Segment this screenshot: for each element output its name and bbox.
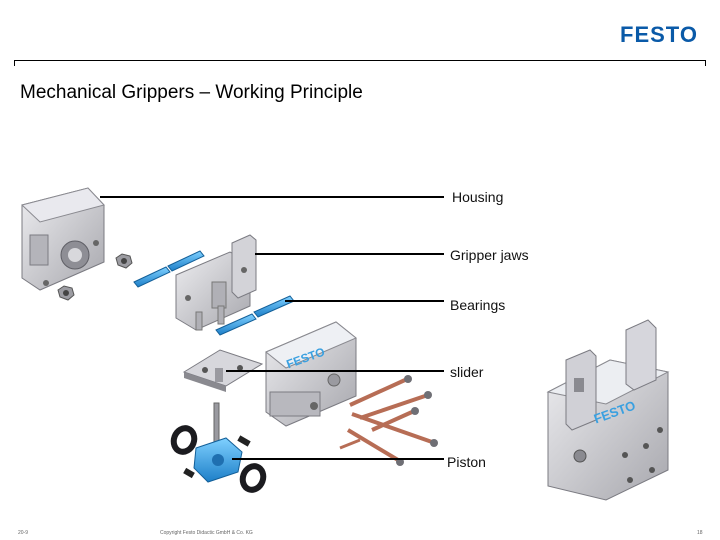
label-slider: slider xyxy=(450,364,484,380)
bearing-strips-upper xyxy=(133,250,205,288)
footer-page-number: 18 xyxy=(697,530,703,536)
header-rule-left-tick xyxy=(14,60,15,66)
label-bearings: Bearings xyxy=(450,297,506,313)
label-gripper-jaws: Gripper jaws xyxy=(450,247,529,263)
screw-set xyxy=(339,375,438,466)
header-rule-right-tick xyxy=(705,60,706,66)
label-housing: Housing xyxy=(452,189,504,205)
gripper-jaws-part xyxy=(175,234,257,331)
leader-lines xyxy=(100,196,444,460)
festo-logo-text: FESTO xyxy=(620,22,698,46)
footer-left: 20-9 xyxy=(18,530,29,536)
nut-parts xyxy=(57,253,133,301)
festo-logo: FESTO xyxy=(620,22,698,46)
label-piston: Piston xyxy=(447,454,486,470)
slider-part xyxy=(182,349,264,392)
assembled-gripper: FESTO xyxy=(546,319,670,501)
housing-part xyxy=(20,187,105,291)
bearing-strips-lower xyxy=(215,295,295,336)
body-part: FESTO xyxy=(265,321,357,427)
header-rule xyxy=(14,60,706,61)
piston-part xyxy=(170,402,267,493)
footer-copyright: Copyright Festo Didactic GmbH & Co. KG xyxy=(160,530,253,536)
slide-title: Mechanical Grippers – Working Principle xyxy=(20,82,363,103)
